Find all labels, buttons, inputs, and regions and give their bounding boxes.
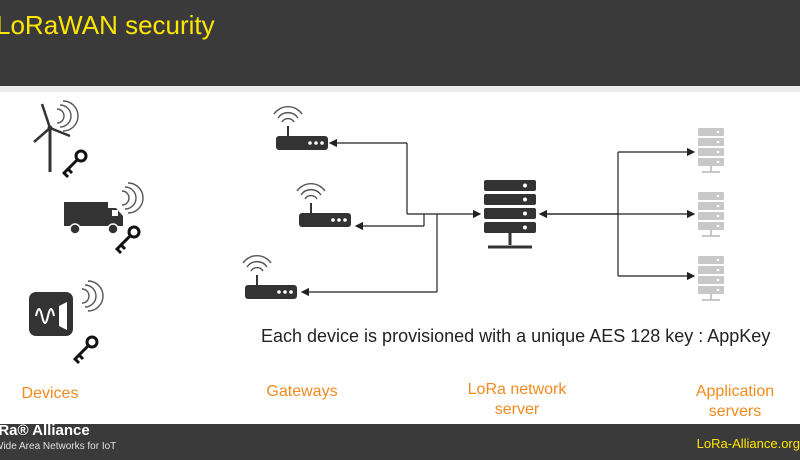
server-icon bbox=[697, 127, 725, 173]
slide-title: LoRaWAN security bbox=[0, 10, 215, 40]
truck-icon bbox=[64, 182, 144, 235]
header-divider bbox=[0, 86, 800, 92]
slide-footer: LoRa® Alliance Wide Area Networks for Io… bbox=[0, 422, 800, 460]
connection-lines bbox=[300, 138, 696, 297]
gateway-router-icon bbox=[273, 105, 329, 151]
network-server-caption: LoRa network server bbox=[467, 381, 567, 418]
website-link[interactable]: LoRa-Alliance.org bbox=[696, 436, 800, 451]
gateway-router-icon bbox=[242, 254, 298, 300]
network-diagram bbox=[29, 100, 725, 365]
key-provisioning-statement: Each device is provisioned with a unique… bbox=[261, 326, 771, 346]
sensor-icon bbox=[29, 280, 104, 336]
brand-name: LoRa® Alliance bbox=[0, 422, 90, 439]
gateway-router-icon bbox=[296, 182, 352, 228]
key-icon bbox=[61, 149, 88, 179]
wind-turbine-icon bbox=[33, 100, 79, 172]
key-icon bbox=[114, 225, 141, 255]
key-icon bbox=[72, 335, 99, 365]
devices-caption: Devices bbox=[21, 385, 79, 402]
server-icon bbox=[697, 255, 725, 301]
slide-header: LoRaWAN security bbox=[0, 0, 800, 86]
gateways-caption: Gateways bbox=[266, 383, 338, 400]
server-icon bbox=[697, 191, 725, 237]
application-servers-caption: Application servers bbox=[695, 383, 775, 420]
server-rack-icon bbox=[484, 180, 536, 249]
brand-tagline: Wide Area Networks for IoT bbox=[0, 441, 117, 452]
